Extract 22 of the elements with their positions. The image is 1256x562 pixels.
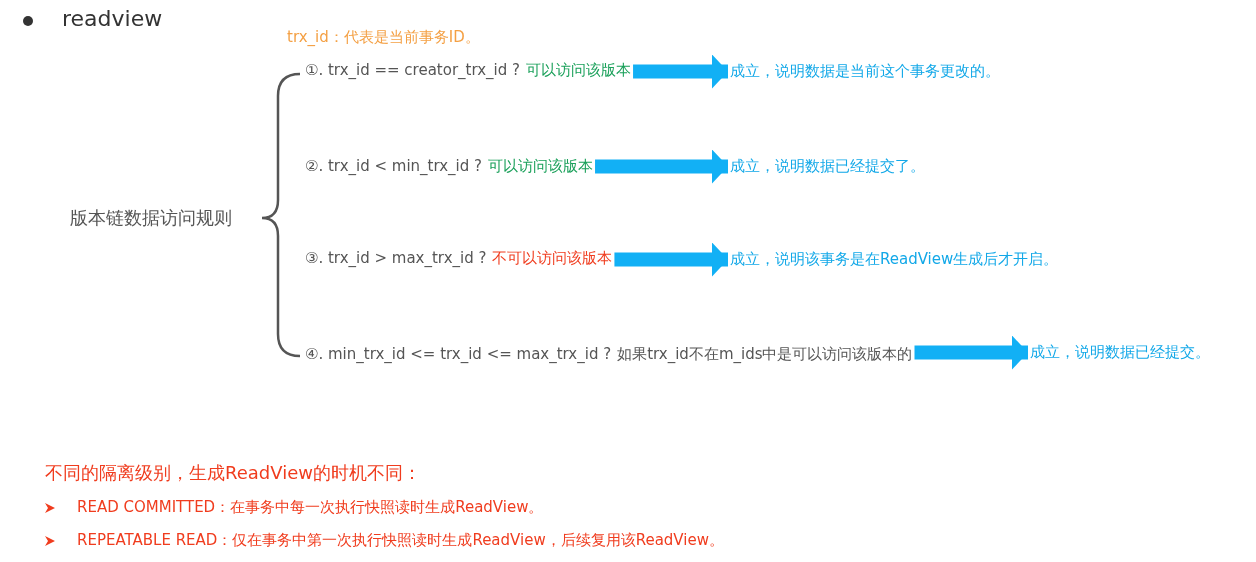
node-text: ③. trx_id > max_trx_id ?: [305, 249, 487, 267]
node-text: ④. min_trx_id <= trx_id <= max_trx_id ?: [305, 345, 612, 363]
arrow: [633, 54, 728, 89]
note: trx_id：代表是当前事务ID。: [287, 28, 480, 47]
node-text: 成立，说明数据是当前这个事务更改的。: [730, 62, 1000, 80]
title: readview: [62, 6, 163, 31]
node-note: 不可以访问该版本: [492, 249, 613, 267]
arrow: [595, 149, 728, 184]
node-note: 如果trx_id不在m_ids中是可以访问该版本的: [617, 345, 913, 363]
rule-heading: 版本链数据访问规则: [70, 206, 232, 230]
node-text: ①. trx_id == creator_trx_id ?: [305, 61, 521, 79]
section-heading: 不同的隔离级别，生成ReadView的时机不同：: [45, 461, 421, 485]
node-text: 成立，说明数据已经提交。: [1030, 343, 1210, 361]
list-item: READ COMMITTED：在事务中每一次执行快照读时生成ReadView。: [77, 498, 544, 517]
arrow: [614, 242, 728, 277]
node-text: ②. trx_id < min_trx_id ?: [305, 157, 483, 175]
list-item: REPEATABLE READ：仅在事务中第一次执行快照读时生成ReadView，后续复用该ReadView。: [77, 531, 724, 550]
node-text: 成立，说明该事务是在ReadView生成后才开启。: [730, 250, 1059, 268]
arrow: [914, 335, 1028, 370]
node-note: 可以访问该版本: [488, 157, 594, 175]
node-text: 成立，说明数据已经提交了。: [730, 157, 925, 175]
node-note: 可以访问该版本: [526, 61, 632, 79]
